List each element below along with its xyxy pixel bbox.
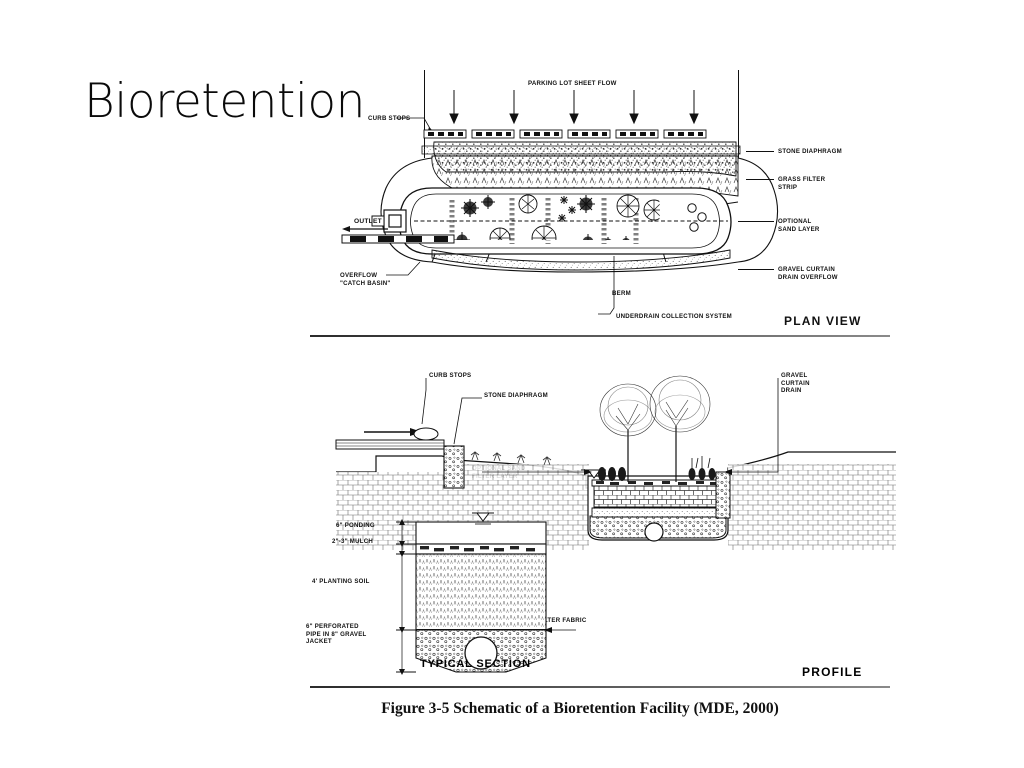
profile-curb-stops-label: CURB STOPS <box>429 372 472 379</box>
plan-right-boundary-line <box>738 70 739 158</box>
plan-curb-stops-label: CURB STOPS <box>368 115 411 122</box>
typical-section-filter-fabric-label: FILTER FABRIC <box>538 617 587 624</box>
plan-underdrain-leader <box>598 256 615 315</box>
figure-caption: Figure 3-5 Schematic of a Bioretention F… <box>381 700 779 717</box>
plan-underdrain-collection-system-label: UNDERDRAIN COLLECTION SYSTEM <box>616 313 733 320</box>
plan-gravel-curtain-drain-overflow-leader <box>738 269 774 270</box>
profile-view-divider <box>310 686 890 688</box>
plan-left-boundary-line <box>424 70 425 158</box>
profile-gravel-curtain-drain-label: GRAVEL CURTAIN DRAIN <box>781 372 810 395</box>
plan-overflow-catch-basin-label: OVERFLOW "CATCH BASIN" <box>340 272 391 287</box>
plan-parking-lot-sheet-flow-label: PARKING LOT SHEET FLOW <box>528 80 617 87</box>
bioretention-figure: PARKING LOT SHEET FLOW CURB STOPS <box>276 60 896 720</box>
plan-outlet-label: OUTLET <box>354 218 382 225</box>
plan-gravel-curtain-drain-overflow-label: GRAVEL CURTAIN DRAIN OVERFLOW <box>778 266 838 281</box>
sheet-flow-arrows <box>449 90 699 125</box>
typical-section-mulch-label: 2"-3" MULCH <box>332 538 374 545</box>
typical-section-drawing <box>396 512 576 675</box>
typical-section-ponding-label: 6" PONDING <box>336 522 375 529</box>
plan-overflow-leader <box>386 261 421 276</box>
profile-stone-diaphragm-label: STONE DIAPHRAGM <box>484 392 548 399</box>
plan-view-divider <box>310 335 890 337</box>
plan-optional-sand-layer-leader <box>738 221 774 222</box>
typical-section-heading: TYPICAL SECTION <box>420 658 531 670</box>
plan-grass-filter-strip-leader <box>746 179 774 180</box>
plan-curb-stop-blocks <box>423 129 707 139</box>
plan-outlet-pipe <box>341 226 455 244</box>
page-title: Bioretention <box>84 74 365 129</box>
profile-view-heading: PROFILE <box>802 665 863 679</box>
plan-view-heading: PLAN VIEW <box>784 314 862 328</box>
plan-grass-filter-strip-label: GRASS FILTER STRIP <box>778 176 826 191</box>
typical-section-perforated-pipe-label: 6" PERFORATED PIPE IN 8" GRAVEL JACKET <box>306 623 367 646</box>
plan-optional-sand-layer-label: OPTIONAL SAND LAYER <box>778 218 820 233</box>
profile-drawing <box>335 375 896 550</box>
typical-section-planting-soil-label: 4' PLANTING SOIL <box>312 578 370 585</box>
plan-view-drawing <box>371 141 779 273</box>
plan-berm-label: BERM <box>612 290 631 297</box>
plan-stone-diaphragm-label: STONE DIAPHRAGM <box>778 148 842 155</box>
plan-stone-diaphragm-leader <box>746 151 774 152</box>
